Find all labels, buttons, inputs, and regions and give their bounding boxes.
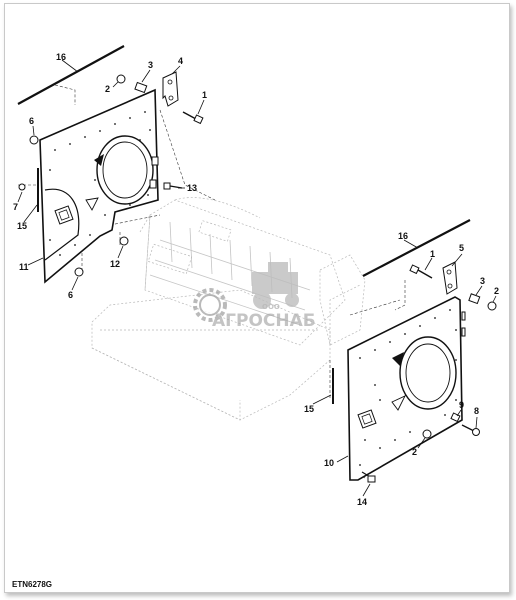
- right-bolt-8: [461, 424, 480, 436]
- callout-12: 12: [110, 259, 120, 269]
- callout-5: 5: [459, 243, 464, 253]
- right-spacer: [468, 293, 481, 305]
- callout-7: 7: [13, 202, 18, 212]
- callout-14: 14: [357, 497, 367, 507]
- right-bracket: [442, 261, 458, 295]
- right-nut-top: [487, 301, 497, 311]
- left-bolt: [182, 111, 204, 125]
- gear-icon: [193, 288, 227, 322]
- right-bolt-14: [361, 471, 376, 483]
- left-washer: [18, 183, 26, 191]
- callout-1-right: 1: [430, 249, 435, 259]
- callout-6-top: 6: [29, 116, 34, 126]
- callout-3-left: 3: [148, 60, 153, 70]
- right-nut-lower: [422, 429, 432, 439]
- callout-13: 13: [187, 183, 197, 193]
- callout-2-lower: 2: [412, 447, 417, 457]
- callout-15-left: 15: [17, 221, 27, 231]
- callout-10: 10: [324, 458, 334, 468]
- left-nut-top: [116, 74, 126, 84]
- callout-labels: 16 4 3 2 1 6 13 7 15 11 12 6 16 5 1 3 2 …: [13, 52, 499, 507]
- callout-6-bottom: 6: [68, 290, 73, 300]
- ghost-assembly: [91, 197, 366, 421]
- callout-16-right: 16: [398, 231, 408, 241]
- left-bolt-12: [119, 236, 129, 246]
- right-side-plate: [347, 296, 466, 481]
- callout-2-left: 2: [105, 84, 110, 94]
- left-bracket: [162, 71, 179, 107]
- left-nut-6-top: [29, 135, 39, 145]
- tractor-icon: [252, 262, 299, 309]
- watermark-company-prefix: ООО: [262, 303, 280, 311]
- callout-9: 9: [459, 400, 464, 410]
- callout-1-left: 1: [202, 90, 207, 100]
- callout-16-left: 16: [56, 52, 66, 62]
- left-nut-6-bottom: [74, 267, 84, 277]
- callout-4: 4: [178, 56, 183, 66]
- left-rod: [17, 45, 125, 105]
- right-rod: [362, 219, 471, 277]
- leader-lines: [17, 59, 497, 497]
- callout-3-right: 3: [480, 276, 485, 286]
- callout-15-right: 15: [304, 404, 314, 414]
- left-spacer: [134, 81, 148, 94]
- right-bolt: [409, 264, 433, 279]
- left-side-plate: [39, 88, 159, 284]
- callout-2-right: 2: [494, 286, 499, 296]
- figure-id: ETN6278G: [12, 580, 53, 589]
- watermark-company-name: АГРОСНАБ: [212, 311, 316, 331]
- callout-11: 11: [19, 262, 29, 272]
- callout-8: 8: [474, 406, 479, 416]
- watermark-logo: ООО АГРОСНАБ: [193, 262, 316, 331]
